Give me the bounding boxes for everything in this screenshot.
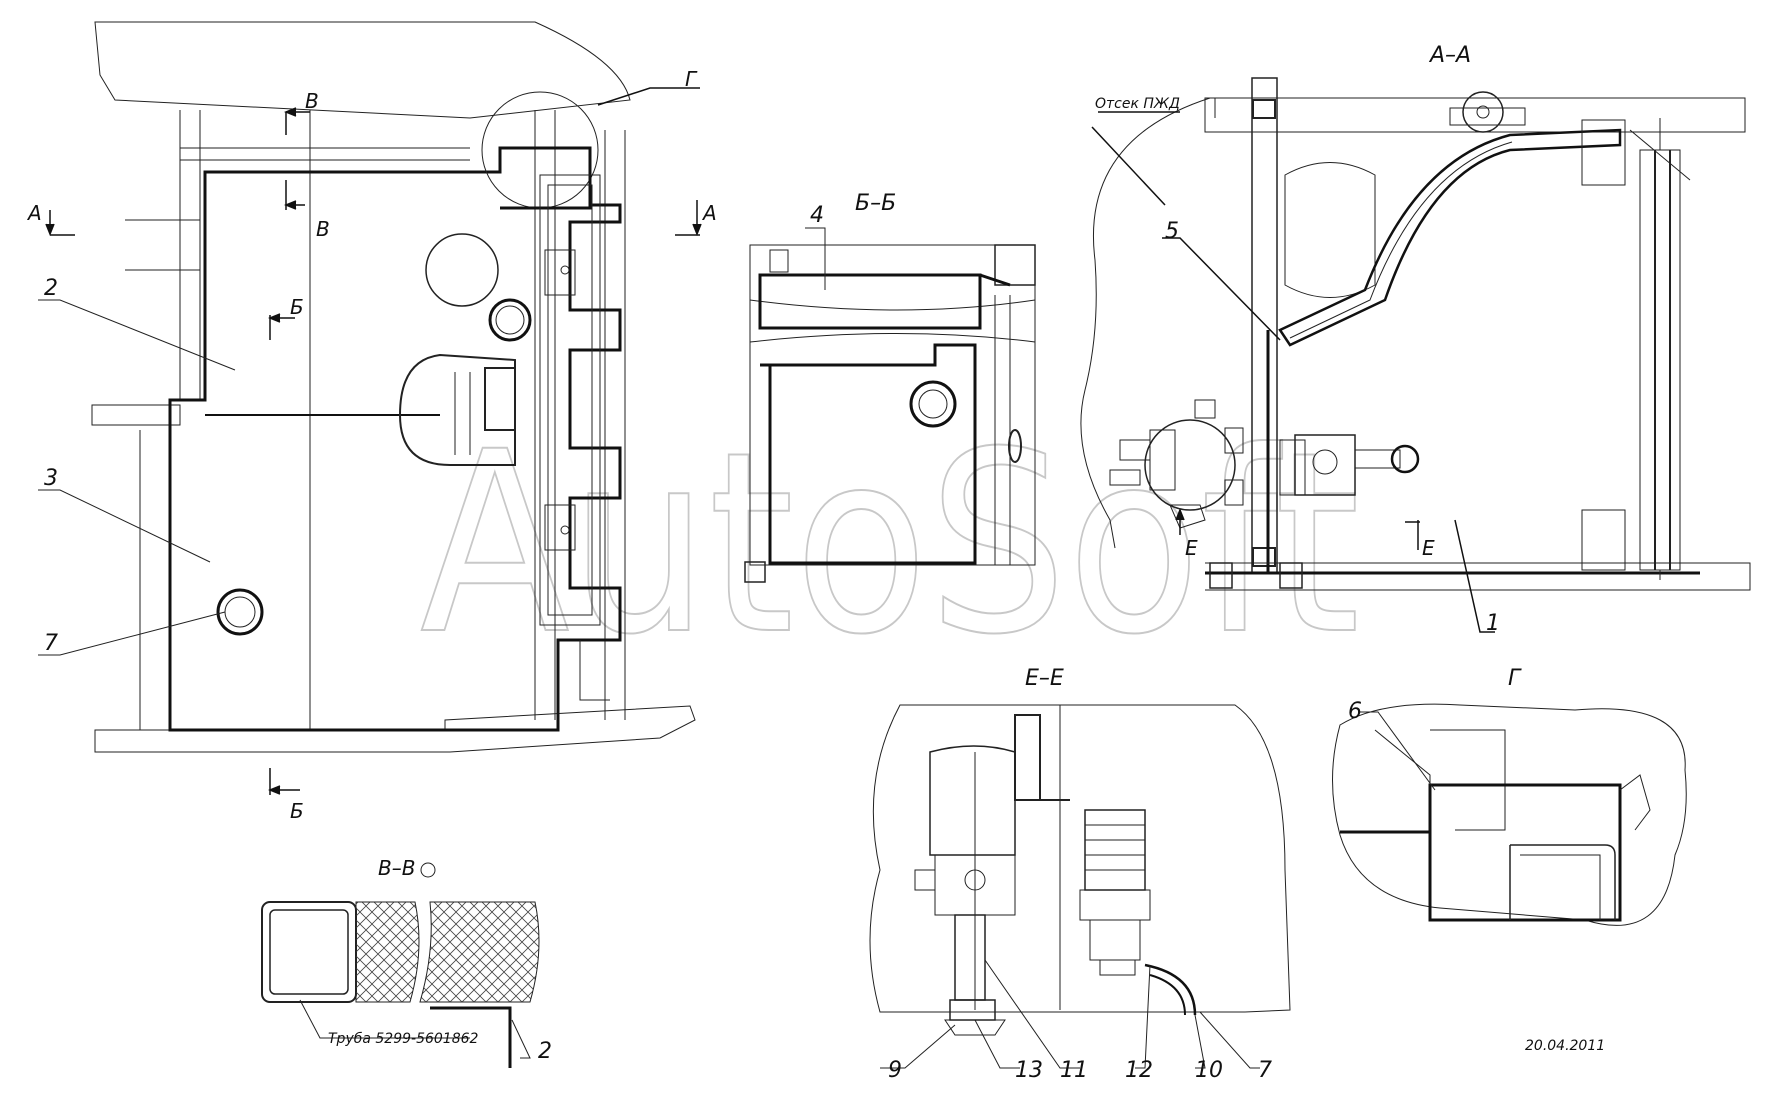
callout-2-vv: 2 [538, 1039, 552, 1064]
cut-mark-e-left: Е [1185, 536, 1198, 560]
main-view-leaders [38, 299, 236, 656]
cut-mark-g-callout: Г [685, 67, 698, 91]
date-stamp: 20.04.2011 [1525, 1038, 1605, 1054]
callout-3: 3 [44, 466, 58, 491]
note-compartment: Отсек ПЖД [1095, 96, 1180, 112]
section-ee [869, 704, 1291, 1036]
watermark: AutoSoft [420, 398, 1360, 689]
section-aa [1080, 77, 1751, 591]
main-view-cut-marks [45, 87, 702, 795]
detail-g [1332, 703, 1687, 926]
cut-mark-v-top: В [305, 89, 319, 113]
section-vv [261, 901, 540, 1068]
callout-6: 6 [1348, 699, 1362, 724]
cut-mark-v-mid: В [316, 217, 330, 241]
cut-mark-b-top: Б [290, 295, 304, 319]
main-plan-view [91, 21, 696, 753]
callout-7-main: 7 [44, 631, 58, 656]
cut-mark-e-right: Е [1422, 536, 1435, 560]
callout-12: 12 [1125, 1058, 1153, 1083]
section-bb [744, 227, 1036, 583]
section-ee-leaders [880, 959, 1260, 1069]
cut-mark-b-bottom: Б [290, 799, 304, 823]
main-view-labels: А А В В Б Б Г [26, 67, 717, 823]
callout-9: 9 [888, 1058, 902, 1083]
note-pipe: Труба 5299-5601862 [328, 1031, 479, 1047]
callout-5: 5 [1165, 219, 1179, 244]
vv-rotate-mark [420, 862, 436, 878]
callout-7-ee: 7 [1258, 1058, 1272, 1083]
callout-2-main: 2 [44, 276, 58, 301]
cut-mark-a-right: А [701, 201, 717, 225]
callout-11: 11 [1060, 1058, 1088, 1083]
section-aa-marks [1091, 111, 1495, 633]
section-title-bb: Б–Б [855, 191, 896, 216]
callout-1: 1 [1486, 611, 1500, 636]
section-title-g: Г [1508, 666, 1522, 691]
section-title-vv: В–В [378, 856, 415, 880]
cut-mark-a-left: А [26, 201, 42, 225]
callout-4: 4 [810, 203, 824, 228]
section-title-ee: Е–Е [1025, 666, 1064, 691]
callout-10: 10 [1195, 1058, 1223, 1083]
callout-13: 13 [1015, 1058, 1043, 1083]
section-title-aa: А–А [1428, 43, 1471, 68]
